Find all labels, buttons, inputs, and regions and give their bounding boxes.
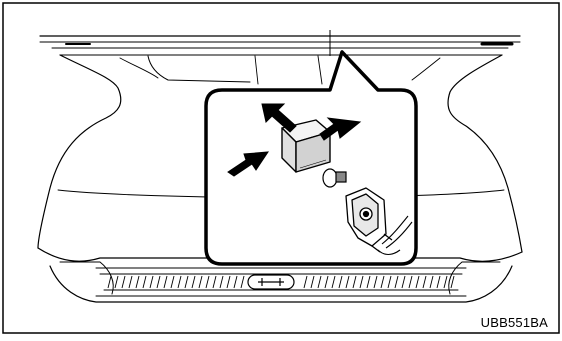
trunk-lock-striker bbox=[248, 275, 294, 289]
figure-code: UBB551BA bbox=[481, 315, 548, 330]
